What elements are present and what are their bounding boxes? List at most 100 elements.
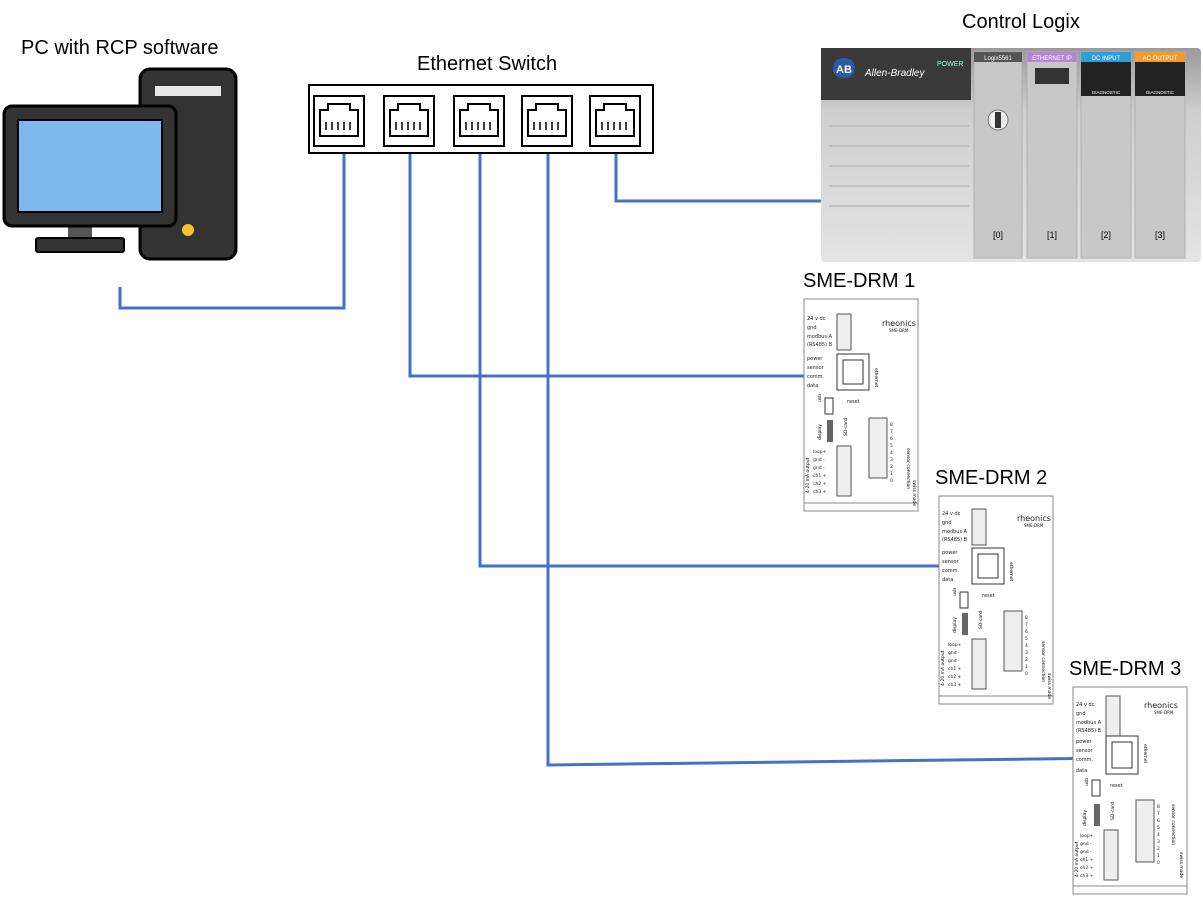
plc-label: Control Logix — [962, 11, 1080, 33]
drm2-label: SME-DRM 2 — [935, 467, 1048, 489]
svg-text:2: 2 — [890, 464, 893, 470]
svg-text:power: power — [942, 550, 958, 556]
rj45-port-icon — [521, 95, 573, 147]
svg-text:display: display — [817, 424, 823, 440]
sme-drm-3: 24 v dc gnd modbus A (RS485) B power sen… — [1072, 686, 1188, 895]
svg-text:ch2 +: ch2 + — [948, 674, 962, 680]
svg-text:3: 3 — [1157, 839, 1160, 845]
svg-text:0: 0 — [1157, 860, 1160, 866]
svg-text:(RS485) B: (RS485) B — [807, 342, 833, 348]
svg-text:5: 5 — [1025, 636, 1028, 642]
svg-text:4: 4 — [890, 450, 893, 456]
ethernet-switch — [308, 84, 654, 154]
svg-text:5: 5 — [890, 443, 893, 449]
svg-text:reset: reset — [982, 593, 995, 599]
svg-text:gnd -: gnd - — [1080, 849, 1092, 855]
svg-text:ch3 +: ch3 + — [813, 489, 827, 495]
drm3-label: SME-DRM 3 — [1069, 658, 1182, 680]
svg-text:gnd -: gnd - — [948, 658, 960, 664]
svg-text:ethernet: ethernet — [873, 368, 879, 388]
svg-text:0: 0 — [890, 478, 893, 484]
svg-text:ch2 +: ch2 + — [813, 481, 827, 487]
svg-text:0: 0 — [1025, 671, 1028, 677]
svg-text:reset: reset — [847, 399, 860, 405]
ab-badge: AB — [836, 64, 852, 76]
svg-text:1: 1 — [1157, 853, 1160, 859]
svg-text:sensor: sensor — [807, 365, 825, 371]
switch-label: Ethernet Switch — [417, 53, 558, 75]
module-dc: DC INPUT — [1092, 56, 1121, 62]
svg-text:power: power — [807, 356, 823, 362]
diag-ac: DIAGNOSTIC — [1146, 90, 1175, 95]
cable-drm1 — [408, 143, 843, 378]
rj45-port-icon — [589, 95, 641, 147]
svg-text:swiss made: swiss made — [1178, 852, 1184, 878]
svg-text:SME-DRM: SME-DRM — [889, 328, 909, 333]
plc-power: POWER — [937, 61, 963, 68]
svg-text:4: 4 — [1025, 643, 1028, 649]
svg-text:loop+: loop+ — [1080, 833, 1094, 839]
svg-text:6: 6 — [1157, 818, 1160, 824]
svg-text:4-20 mA output: 4-20 mA output — [805, 457, 811, 493]
svg-text:comm.: comm. — [807, 374, 825, 380]
pc-label: PC with RCP software — [21, 37, 219, 59]
svg-text:SME-DRM: SME-DRM — [1154, 710, 1174, 715]
rj45-port-icon — [383, 95, 435, 147]
sme-drm-2: 24 v dc gnd modbus A (RS485) B power sen… — [938, 495, 1054, 705]
svg-text:loop+: loop+ — [813, 449, 827, 455]
plc-brand: Allen-Bradley — [864, 68, 925, 79]
svg-text:sensor connection: sensor connection — [905, 448, 911, 489]
svg-text:(RS485) B: (RS485) B — [942, 537, 968, 543]
svg-text:4-20 mA output: 4-20 mA output — [1074, 841, 1080, 877]
svg-text:24 v dc: 24 v dc — [1076, 702, 1095, 708]
svg-text:ch1 +: ch1 + — [813, 473, 827, 479]
svg-text:8: 8 — [890, 422, 893, 428]
svg-text:display: display — [952, 617, 958, 633]
svg-text:modbus A: modbus A — [807, 334, 833, 340]
svg-text:2: 2 — [1025, 657, 1028, 663]
desktop-pc-icon — [2, 67, 238, 261]
svg-text:ch3 +: ch3 + — [948, 682, 962, 688]
rj45-port-icon — [313, 95, 365, 147]
svg-text:4: 4 — [1157, 832, 1160, 838]
svg-text:gnd -: gnd - — [948, 650, 960, 656]
module-logix: Logix5561 — [984, 56, 1012, 62]
svg-text:gnd: gnd — [1076, 711, 1086, 717]
svg-text:8: 8 — [1157, 804, 1160, 810]
svg-text:SME-DRM: SME-DRM — [1024, 523, 1044, 528]
svg-text:SD-card: SD-card — [978, 611, 984, 629]
svg-text:gnd -: gnd - — [813, 465, 825, 471]
svg-text:2: 2 — [1157, 846, 1160, 852]
svg-text:ch1 +: ch1 + — [948, 666, 962, 672]
slot-3: [3] — [1155, 230, 1165, 240]
svg-text:data: data — [1076, 768, 1087, 774]
svg-text:gnd -: gnd - — [1080, 841, 1092, 847]
svg-text:6: 6 — [890, 436, 893, 442]
svg-text:sensor connection: sensor connection — [1170, 804, 1176, 845]
svg-text:1: 1 — [890, 471, 893, 477]
svg-text:ethernet: ethernet — [1008, 562, 1014, 582]
svg-text:ch1 +: ch1 + — [1080, 857, 1094, 863]
svg-text:SD-card: SD-card — [1110, 802, 1116, 820]
svg-text:3: 3 — [890, 457, 893, 463]
svg-text:sensor: sensor — [1076, 748, 1094, 754]
svg-text:sensor: sensor — [942, 559, 960, 565]
svg-text:24 v dc: 24 v dc — [942, 511, 961, 517]
svg-text:rheonics: rheonics — [1144, 701, 1178, 710]
svg-text:swiss made: swiss made — [911, 480, 917, 506]
drm1-label: SME-DRM 1 — [803, 270, 916, 292]
cable-plc — [614, 143, 824, 203]
svg-text:7: 7 — [1025, 622, 1028, 628]
svg-text:sensor connection: sensor connection — [1040, 641, 1046, 682]
svg-text:gnd -: gnd - — [813, 457, 825, 463]
rj45-port-icon — [453, 95, 505, 147]
svg-text:6: 6 — [1025, 629, 1028, 635]
slot-1: [1] — [1047, 230, 1057, 240]
sme-drm-1: 24 v dc gnd modbus A (RS485) B power sen… — [803, 298, 919, 512]
diag-dc: DIAGNOSTIC — [1092, 90, 1121, 95]
svg-text:usb: usb — [1084, 778, 1090, 786]
controllogix-plc: AB Allen-Bradley POWER Logix5561 ETHERNE… — [821, 48, 1201, 262]
svg-text:3: 3 — [1025, 650, 1028, 656]
svg-text:ethernet: ethernet — [1142, 744, 1148, 764]
